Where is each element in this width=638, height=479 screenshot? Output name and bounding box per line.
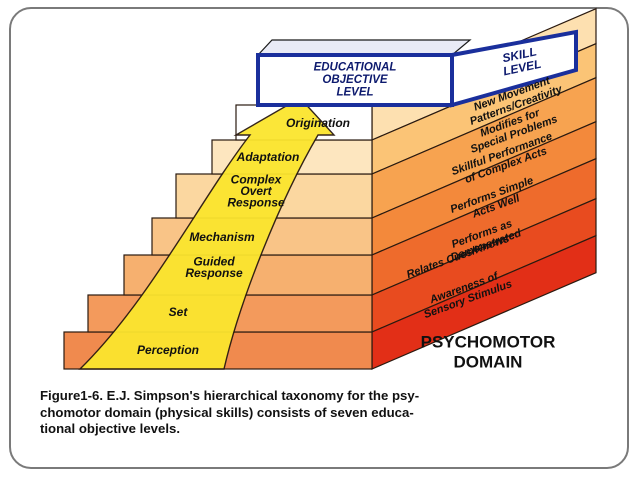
- level-name-6: Adaptation: [236, 150, 300, 164]
- figure-caption: Figure1-6. E.J. Simpson's hierarchical t…: [40, 388, 610, 438]
- caption-line-2: chomotor domain (physical skills) consis…: [40, 404, 414, 420]
- header-box-top: [256, 39, 472, 56]
- level-name-2: Set: [169, 305, 189, 319]
- caption-line-3: tional objective levels.: [40, 421, 180, 437]
- level-name-7: Origination: [286, 116, 350, 130]
- header-box-front: [256, 53, 454, 107]
- caption-line-1: Figure1-6. E.J. Simpson's hierarchical t…: [40, 388, 420, 403]
- progression-arrow: [78, 97, 336, 370]
- level-name-4: Mechanism: [189, 230, 255, 244]
- skill-level-header-box: [450, 29, 578, 108]
- level-name-1: Perception: [137, 343, 199, 357]
